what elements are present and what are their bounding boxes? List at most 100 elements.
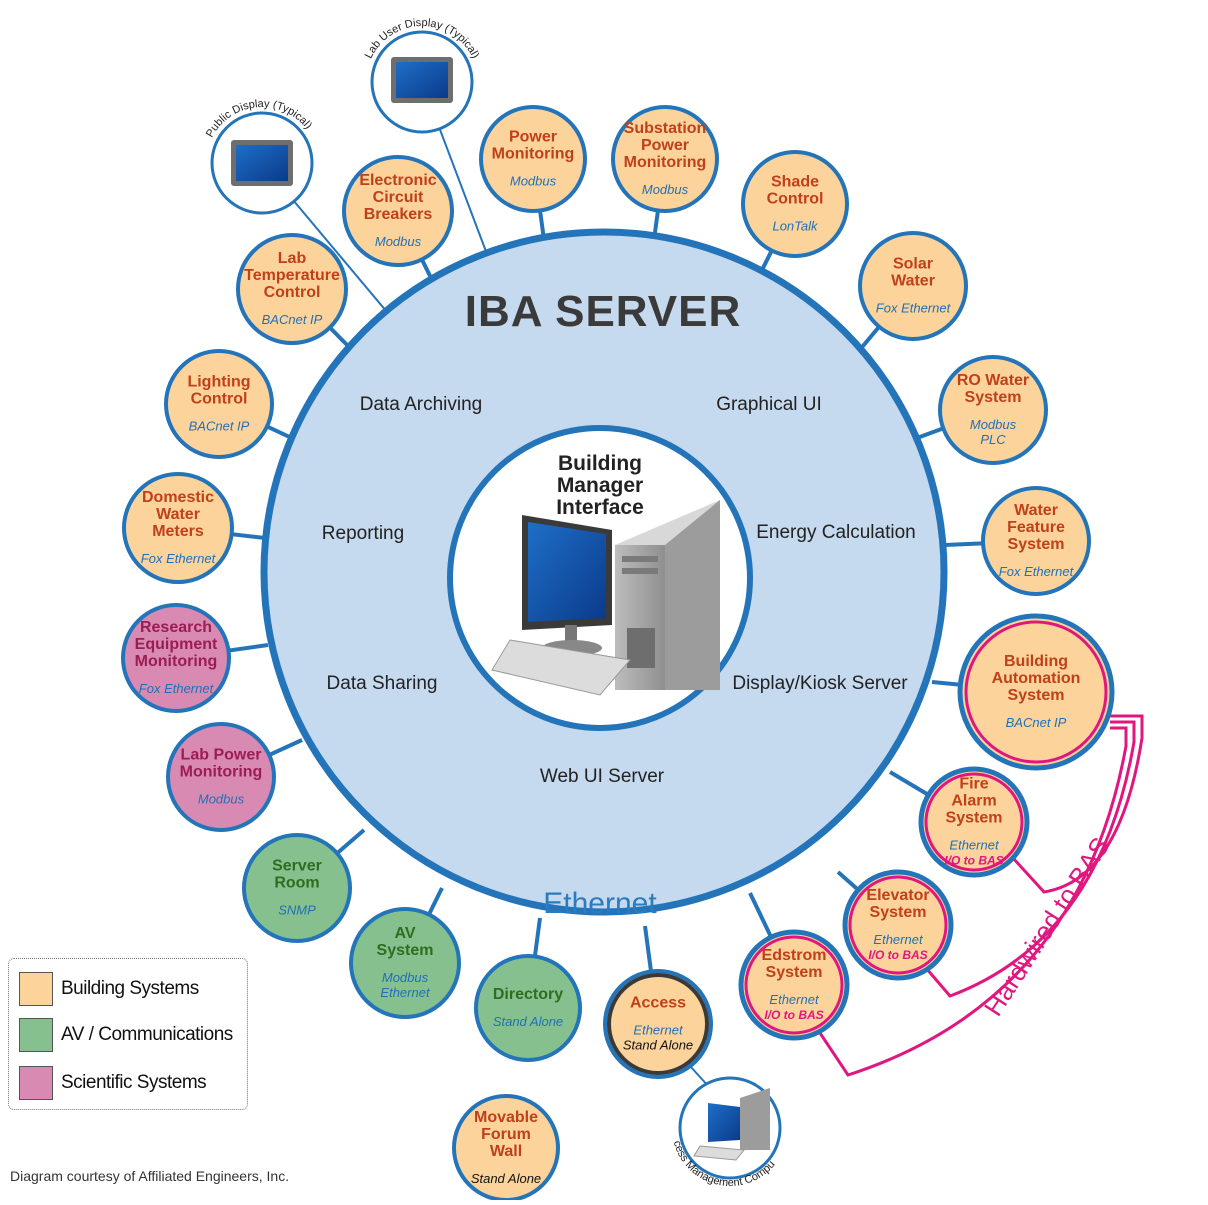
node-name-line: Equipment [135, 636, 218, 653]
node-protocol-line: BACnet IP [1006, 715, 1067, 730]
node-name-line: Movable [474, 1109, 538, 1126]
public-display[interactable]: Public Display (Typical) [204, 98, 314, 215]
building-manager-title-line: Building [558, 452, 642, 475]
computer-icon [491, 500, 720, 696]
node-circle [938, 355, 1048, 465]
node-name-line: System [870, 904, 927, 921]
node-name-line: Temperature [244, 267, 340, 284]
node-name-line: System [377, 942, 434, 959]
diagram-credit: Diagram courtesy of Affiliated Engineers… [10, 1168, 290, 1184]
hardwired-line [924, 720, 1136, 998]
node-name-line: Circuit [373, 189, 424, 206]
node-name-line: Directory [493, 986, 563, 1003]
node-circle [349, 907, 461, 1019]
node-inner-ring [848, 875, 948, 975]
node-name-line: Lab Power [181, 747, 262, 764]
lab-user-display[interactable]: Lab User Display (Typical) [363, 17, 481, 134]
legend-item-scientific: Scientific Systems [19, 1065, 207, 1101]
node-name-line: Water [891, 273, 935, 290]
node-protocol-line: Modbus [970, 417, 1017, 432]
node-circle [474, 954, 582, 1062]
node-name-line: Substation [624, 120, 707, 137]
node-protocol-line: Modbus [642, 182, 689, 197]
node-protocol-line: Fox Ethernet [139, 681, 215, 696]
server-service-label: Data Sharing [327, 673, 438, 694]
server-service-label: Graphical UI [716, 394, 822, 415]
node-circle [611, 105, 719, 213]
server-service-label: Web UI Server [540, 766, 665, 787]
server-service-label: Display/Kiosk Server [732, 673, 908, 694]
legend-label: Scientific Systems [61, 1072, 207, 1093]
node-name-line: System [965, 389, 1022, 406]
building-manager-title-line: Interface [556, 496, 644, 519]
node-inner-ring [744, 935, 844, 1035]
node-name-line: RO Water [957, 372, 1029, 389]
hardwired-to-bas-lines [816, 714, 1144, 1077]
node-circle [603, 969, 713, 1079]
node-extra-line: I/O to BAS [944, 854, 1003, 868]
node-name-line: System [1008, 536, 1065, 553]
node-circle [918, 766, 1030, 878]
node-protocol-line: LonTalk [772, 219, 819, 234]
hardwired-line [1011, 714, 1144, 894]
legend: Building Systems AV / Communications Sci… [8, 958, 248, 1110]
node-name-line: Building [1004, 653, 1068, 670]
node-standalone-line: Stand Alone [471, 1171, 541, 1186]
monitor-screen [708, 1103, 740, 1142]
node-protocol-line: Fox Ethernet [141, 551, 217, 566]
legend-label: AV / Communications [61, 1024, 233, 1045]
tower-shape [740, 1088, 770, 1150]
node-circle [164, 349, 274, 459]
node-circle [342, 155, 454, 267]
node-name-line: Automation [992, 670, 1081, 687]
node-protocol-line: Modbus [198, 792, 245, 807]
node-name-line: Monitoring [624, 154, 707, 171]
node-circle [236, 233, 348, 345]
node-name-line: Solar [893, 256, 933, 273]
hardwired-line [816, 726, 1128, 1077]
node-protocol-line: BACnet IP [189, 419, 250, 434]
node-name-line: Electronic [359, 172, 436, 189]
node-name-line: Lighting [187, 374, 250, 391]
legend-label: Building Systems [61, 978, 199, 999]
node-protocol-line: Stand Alone [493, 1014, 563, 1029]
node-name-line: Power [641, 137, 689, 154]
node-name-line: Shade [771, 174, 819, 191]
